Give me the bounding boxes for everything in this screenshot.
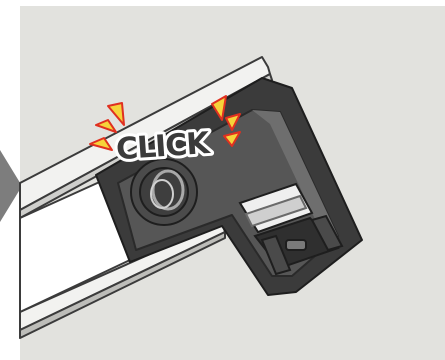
- grommet: [131, 159, 197, 225]
- triangle-right-icon[interactable]: [0, 150, 22, 222]
- click-label: CLICK: [115, 126, 213, 168]
